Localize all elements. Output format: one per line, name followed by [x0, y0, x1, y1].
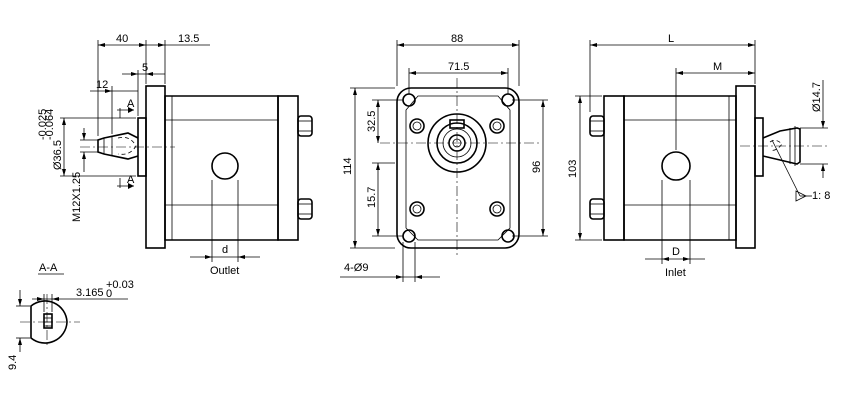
dim-key-height: 3.165: [76, 287, 104, 299]
left-view-dimensions: 40 13.5 5 12 A A Ø36.5 -0.025 -0.064: [37, 33, 260, 277]
front-view: [380, 78, 540, 256]
flange-plate-right: [735, 85, 756, 249]
flange-outline: [396, 87, 520, 249]
bolt-bl: [409, 201, 425, 217]
dim-key-tol-upper: +0.03: [106, 279, 134, 291]
dim-40: 40: [116, 33, 128, 45]
dim-inlet-dia: D: [672, 246, 680, 258]
rear-cover-right: [603, 95, 625, 241]
dim-pilot-tol-upper: -0.025: [37, 109, 49, 140]
mounting-hole-tl: [402, 93, 416, 107]
dim-71-5: 71.5: [448, 61, 469, 73]
right-side-view: [589, 85, 830, 249]
pump-body: [164, 95, 279, 241]
dim-96: 96: [531, 161, 543, 173]
section-mark-bottom: A: [127, 174, 135, 186]
left-side-view: [80, 85, 313, 249]
dim-outlet-dia: d: [222, 244, 228, 256]
outlet-label: Outlet: [210, 265, 239, 277]
mounting-hole-bl: [402, 229, 416, 243]
dim-15-7: 15.7: [366, 187, 378, 208]
dim-pilot-tol-lower: -0.064: [44, 109, 56, 140]
dim-114: 114: [342, 157, 354, 175]
dim-pilot-dia: Ø36.5: [52, 140, 64, 170]
bolt-head-top-right: [589, 115, 605, 137]
bolt-tr: [489, 118, 505, 134]
shaft-section: [30, 300, 68, 344]
section-dimensions: A-A 3.165 +0.03 0 9.4: [7, 262, 134, 370]
flange-plate: [145, 85, 166, 249]
dim-5: 5: [142, 62, 148, 74]
drive-shaft: [97, 132, 139, 160]
dim-taper: 1: 8: [812, 190, 830, 202]
bolt-br: [489, 201, 505, 217]
inlet-label: Inlet: [665, 267, 686, 279]
section-title: A-A: [39, 262, 58, 274]
outlet-port: [211, 152, 239, 180]
dim-9-4: 9.4: [7, 355, 19, 370]
dim-thread: M12X1.25: [71, 172, 83, 222]
body-outline: [405, 95, 511, 241]
dim-holes: 4-Ø9: [344, 262, 368, 274]
inlet-port: [661, 151, 691, 181]
dim-12: 12: [96, 79, 108, 91]
section-mark-top: A: [127, 98, 135, 110]
dim-shaft-dia: Ø14.7: [811, 82, 823, 112]
bolt-head-bottom: [297, 198, 313, 220]
front-view-dimensions: 88 71.5 114 96 32.5 15.7: [340, 33, 548, 282]
dim-88: 88: [451, 33, 463, 45]
dim-13-5: 13.5: [178, 33, 199, 45]
dim-103: 103: [567, 160, 579, 178]
pilot-boss-right: [754, 117, 764, 177]
rear-cover: [277, 95, 299, 241]
tapered-shaft: [762, 127, 801, 165]
section-a-a: [20, 294, 80, 348]
bolt-head-top: [297, 115, 313, 137]
bolt-tl: [409, 118, 425, 134]
dim-L: L: [668, 33, 674, 45]
dim-key-tol-lower: 0: [106, 288, 112, 300]
key-section: [43, 313, 53, 329]
bolt-head-bottom-right: [589, 198, 605, 220]
dim-M: M: [713, 61, 722, 73]
pump-body-right: [623, 95, 737, 241]
dim-32-5: 32.5: [366, 111, 378, 132]
right-view-dimensions: L M 103 Ø14.7 1: 8 D Inlet: [567, 33, 830, 279]
